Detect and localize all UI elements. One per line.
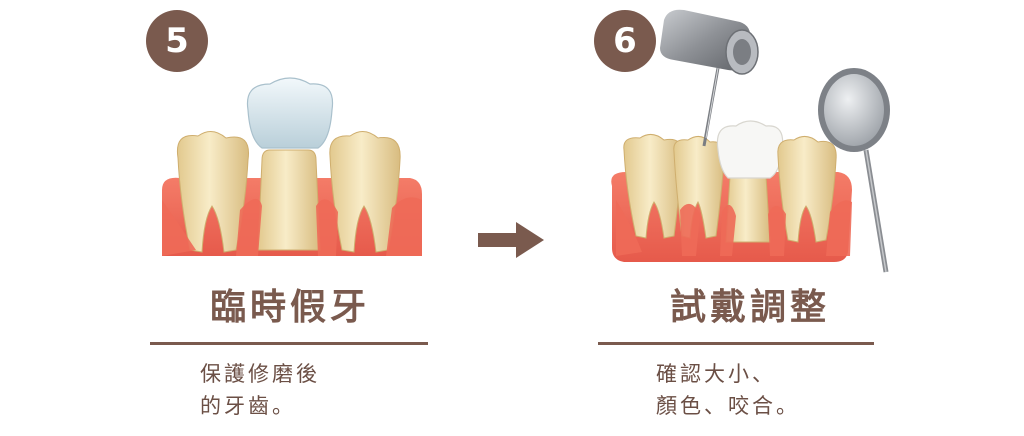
dental-mirror-icon — [818, 68, 890, 273]
description-line: 確認大小、 — [656, 362, 776, 386]
step-number: 5 — [165, 21, 189, 61]
step-title: 試戴調整 — [669, 287, 830, 328]
description-line: 顏色、咬合。 — [656, 394, 800, 418]
step-number: 6 — [613, 21, 637, 61]
step-description: 確認大小、 顏色、咬合。 — [656, 358, 800, 422]
description-line: 的牙齒。 — [200, 394, 296, 418]
gum-front — [162, 197, 422, 256]
gum-front — [616, 200, 852, 256]
try-in-crown — [716, 120, 784, 179]
try-in-adjustment-illustration — [611, 9, 890, 273]
step-title: 臨時假牙 — [209, 287, 370, 328]
step-description: 保護修磨後 的牙齒。 — [200, 358, 320, 422]
step-5: 5 臨時假牙 — [140, 0, 440, 436]
dental-handpiece-icon — [660, 9, 759, 147]
divider — [598, 342, 874, 345]
temporary-crown — [246, 77, 334, 149]
step-6: 6 — [590, 0, 910, 436]
step-number-badge: 5 — [146, 10, 208, 72]
temporary-crown-illustration — [162, 77, 422, 256]
step-number-badge: 6 — [594, 10, 656, 72]
divider — [150, 342, 428, 345]
left-tooth — [623, 134, 683, 239]
arrow-right-icon — [478, 222, 544, 258]
description-line: 保護修磨後 — [200, 362, 320, 386]
prepared-tooth — [257, 149, 321, 251]
